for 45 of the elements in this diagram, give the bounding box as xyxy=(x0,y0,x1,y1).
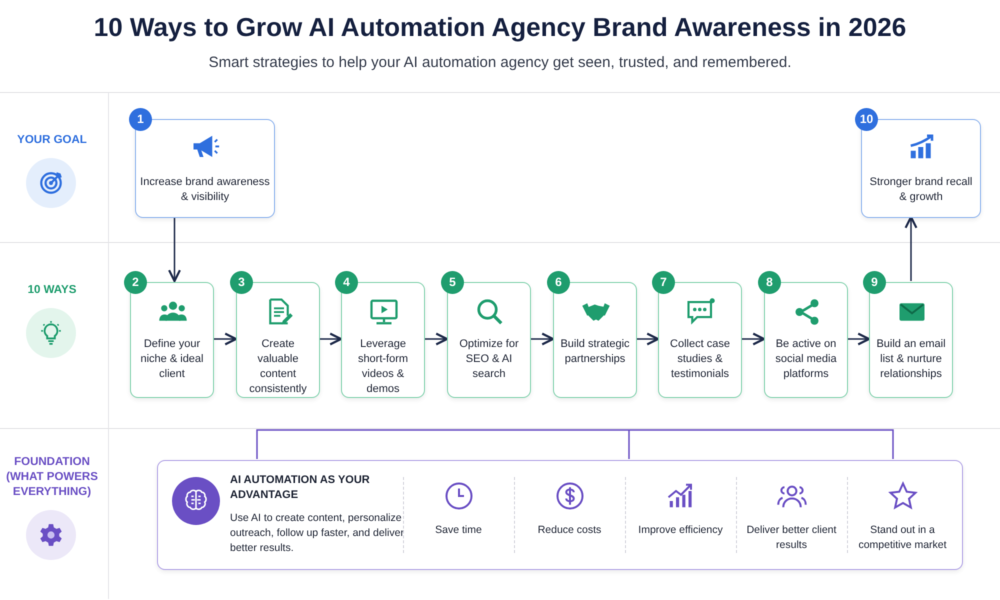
benefit-text: Improve efficiency xyxy=(637,523,724,538)
card-description: Use AI to create content, personalize outreach, follow up faster, and deliver better results. xyxy=(230,511,405,556)
number-badge: 5 xyxy=(441,271,464,294)
step-text: Collect case studies & testimonials xyxy=(669,337,731,382)
benefit-text: Save time xyxy=(434,523,483,538)
arrow xyxy=(904,216,918,281)
number-badge: 3 xyxy=(230,271,253,294)
number-badge: 9 xyxy=(863,271,886,294)
step-text: Define your niche & ideal client xyxy=(140,337,204,382)
subtitle: Smart strategies to help your AI automation agency get seen, trusted, and remembered. xyxy=(208,54,792,71)
step-text: Create valuable content consistently xyxy=(248,337,308,397)
arrow xyxy=(742,332,766,346)
step-text: Stronger brand recall & growth xyxy=(868,175,974,205)
arrow xyxy=(425,332,448,346)
number-badge: 10 xyxy=(855,108,878,131)
benefit-text: Deliver better client results xyxy=(746,523,838,553)
step-text: Increase brand awareness & visibility xyxy=(139,175,271,205)
lane-band xyxy=(0,242,1000,429)
foundation-card xyxy=(157,460,963,570)
number-badge: 4 xyxy=(335,271,358,294)
step-text: Build strategic partnerships xyxy=(559,337,631,367)
benefit-text: Reduce costs xyxy=(536,523,602,538)
lane-band xyxy=(0,92,1000,243)
lane-band xyxy=(0,428,1000,599)
lane-label: 10 WAYS xyxy=(26,283,78,298)
card-heading: AI AUTOMATION AS YOUR ADVANTAGE xyxy=(230,473,371,503)
lane-label: YOUR GOAL xyxy=(16,133,88,148)
arrow xyxy=(637,332,660,346)
arrow xyxy=(168,217,181,282)
arrow xyxy=(531,332,554,346)
step-text: Leverage short-form videos & demos xyxy=(356,337,410,397)
number-badge: 7 xyxy=(652,271,675,294)
arrow xyxy=(214,332,238,346)
step-text: Optimize for SEO & AI search xyxy=(458,337,520,382)
step-text: Be active on social media platforms xyxy=(774,337,838,382)
lane-label: FOUNDATION (WHAT POWERS EVERYTHING) xyxy=(5,455,99,500)
number-badge: 6 xyxy=(547,271,570,294)
title: 10 Ways to Grow AI Automation Agency Brand Awareness in 2026 xyxy=(92,12,908,43)
number-badge: 2 xyxy=(124,271,147,294)
benefit-text: Stand out in a competitive market xyxy=(857,523,948,553)
number-badge: 1 xyxy=(129,108,152,131)
step-text: Build an email list & nurture relationships xyxy=(875,337,947,382)
arrow xyxy=(320,332,342,346)
arrow xyxy=(848,332,870,346)
number-badge: 8 xyxy=(758,271,781,294)
